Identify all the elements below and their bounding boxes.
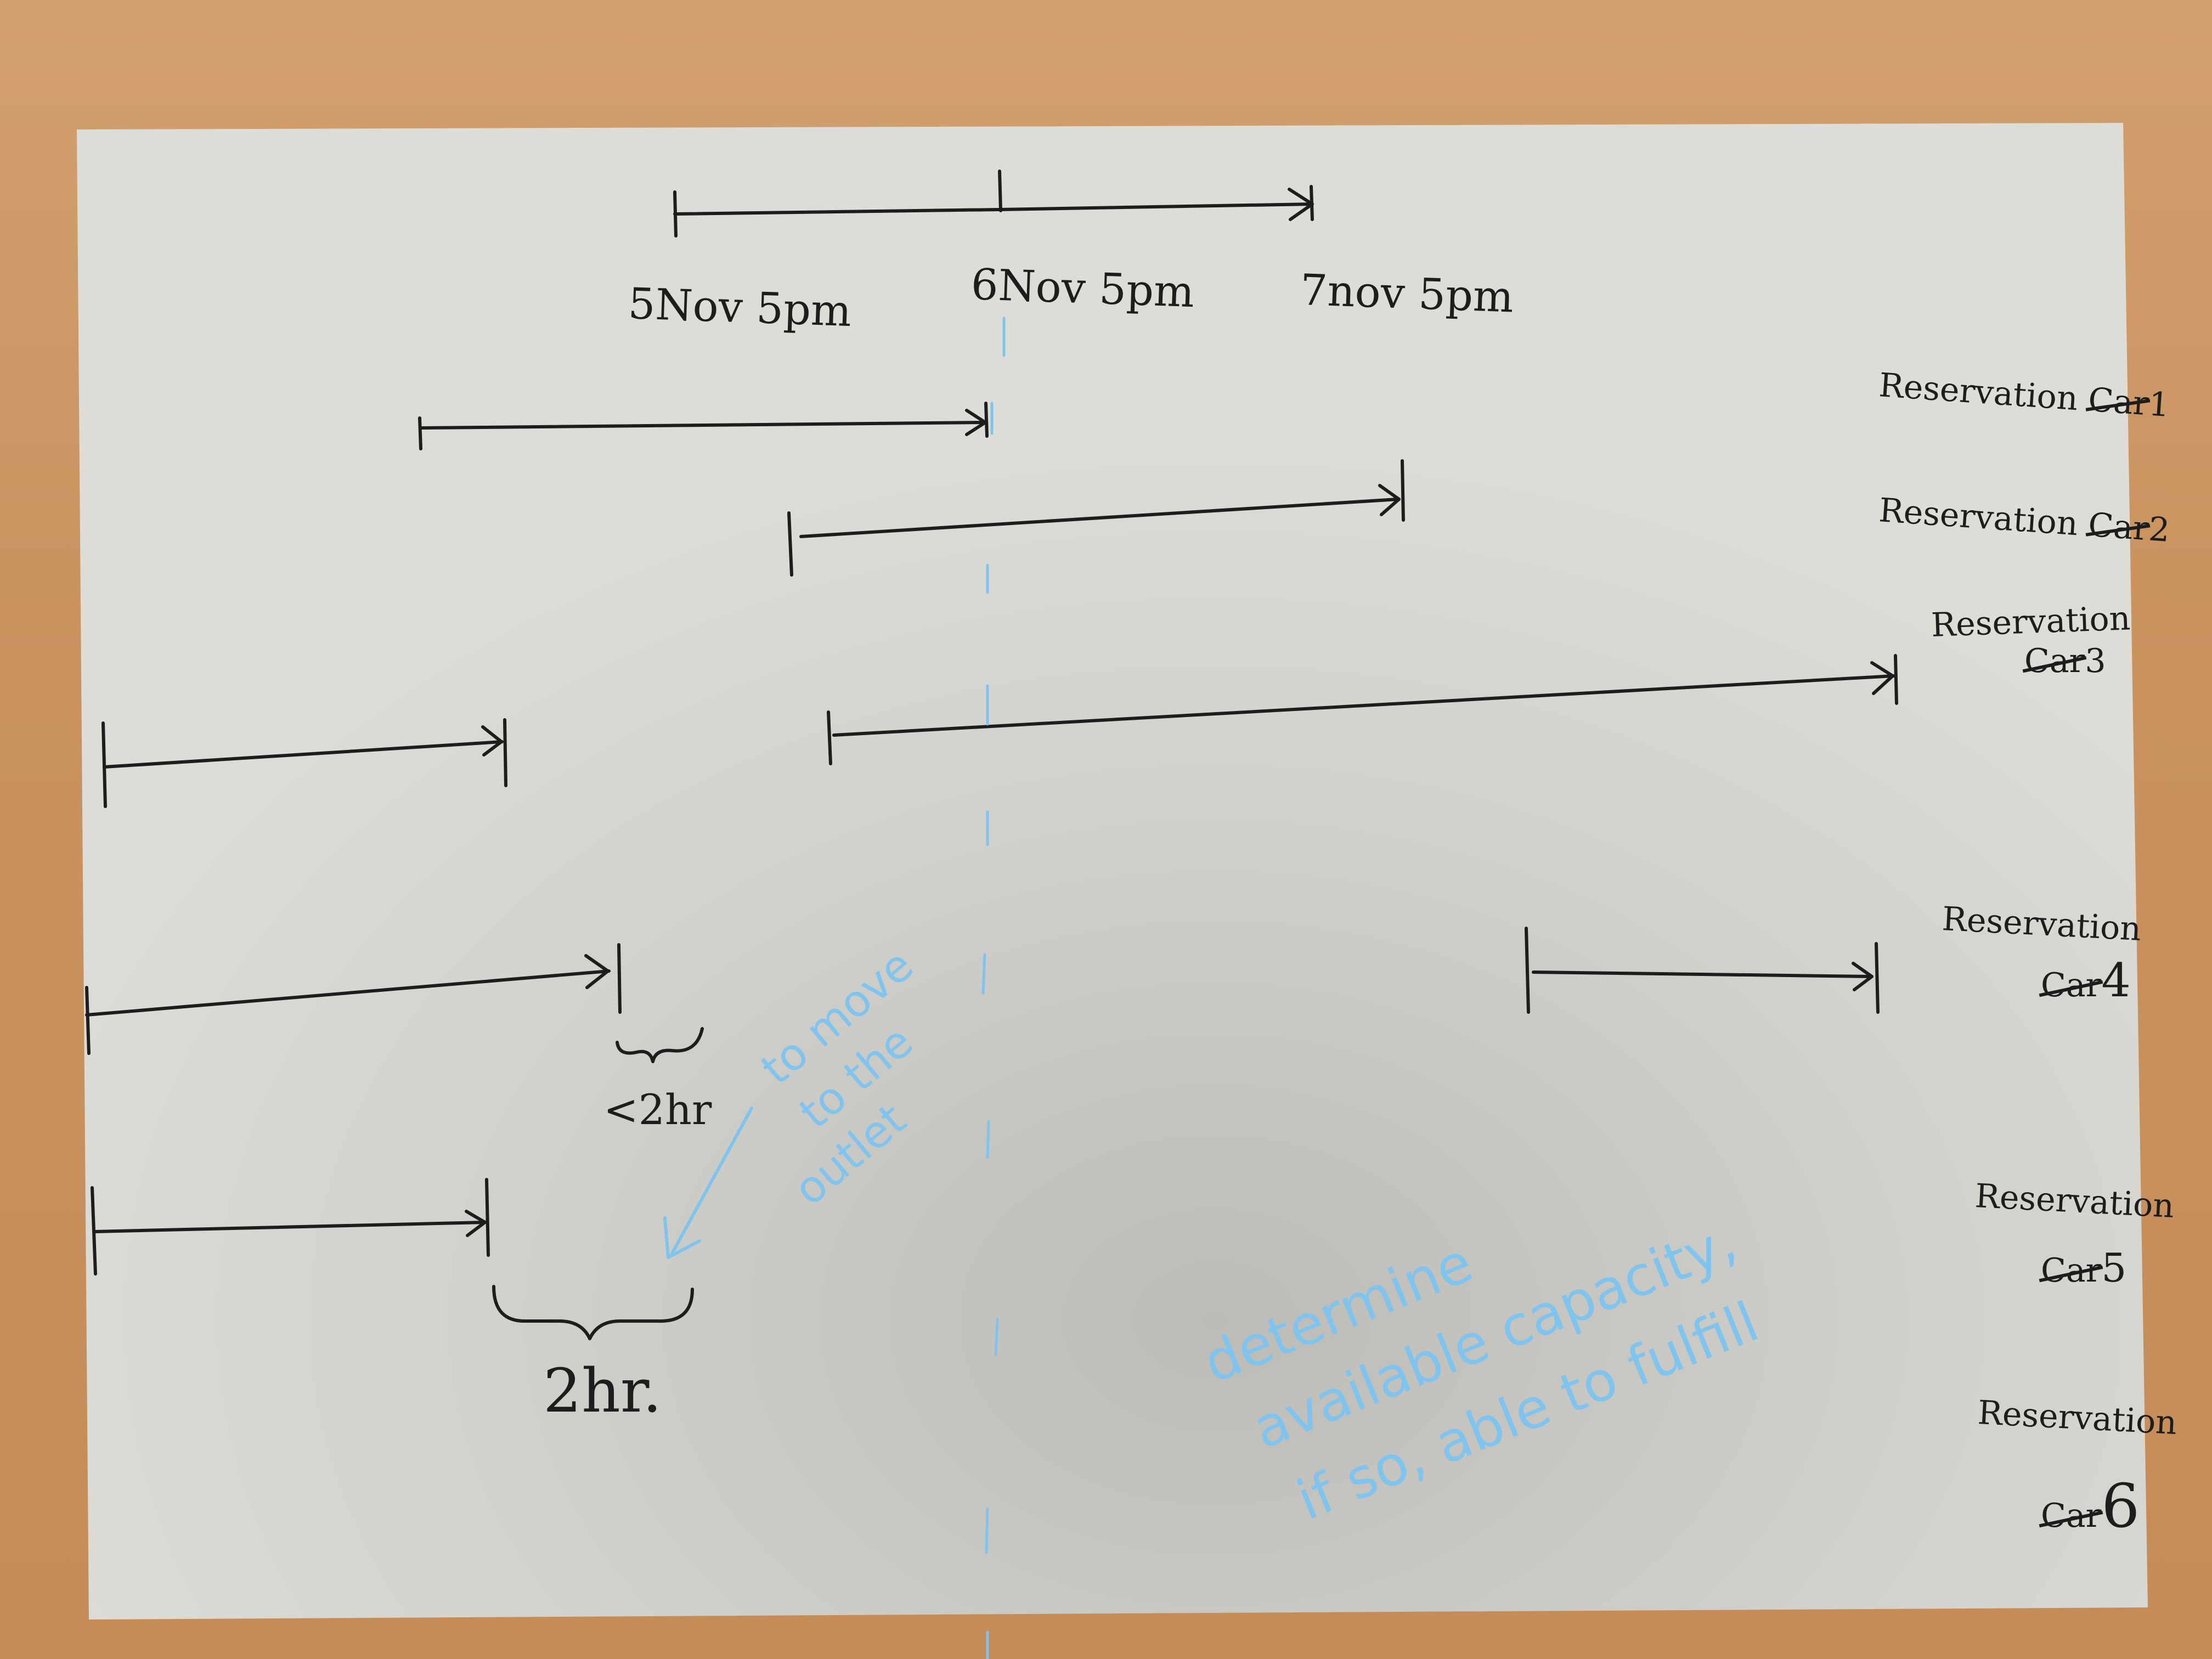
reference-timeline xyxy=(673,170,1314,238)
small-gap-brace xyxy=(616,1027,704,1063)
large-gap-label: 2hr. xyxy=(543,1356,662,1426)
reservation-4-bar-early xyxy=(85,943,622,1055)
reservation-2-bar xyxy=(787,459,1405,577)
reservation-5-car: Car5 xyxy=(2041,1245,2127,1291)
current-time-dashed-line xyxy=(981,317,1006,1659)
reservation-6-car: Car6 xyxy=(2041,1471,2140,1541)
small-gap-label: <2hr xyxy=(603,1085,712,1134)
reservation-3-car: Car3 xyxy=(2024,642,2106,680)
reservation-3-word: Reservation xyxy=(1930,599,2131,645)
paper-sheet xyxy=(77,123,2148,1620)
tick-label-7nov: 7nov 5pm xyxy=(1299,266,1515,323)
reservation-5-word: Reservation xyxy=(1974,1177,2175,1226)
tick-label-6nov: 6Nov 5pm xyxy=(970,260,1195,318)
reservation-3-bar-late xyxy=(827,654,1898,765)
reservation-6-word: Reservation xyxy=(1977,1393,2178,1442)
move-to-outlet-arrow xyxy=(663,1107,753,1259)
reservation-1-bar xyxy=(418,402,989,450)
tick-label-5nov: 5Nov 5pm xyxy=(627,279,853,337)
reservation-4-word: Reservation xyxy=(1941,900,2142,949)
reservation-5-bar xyxy=(91,1178,490,1276)
reservation-4-bar-late xyxy=(1525,927,1880,1014)
large-gap-brace xyxy=(492,1285,694,1340)
reservation-3-bar-early xyxy=(101,718,507,808)
reservation-4-car: Car4 xyxy=(2041,953,2131,1007)
